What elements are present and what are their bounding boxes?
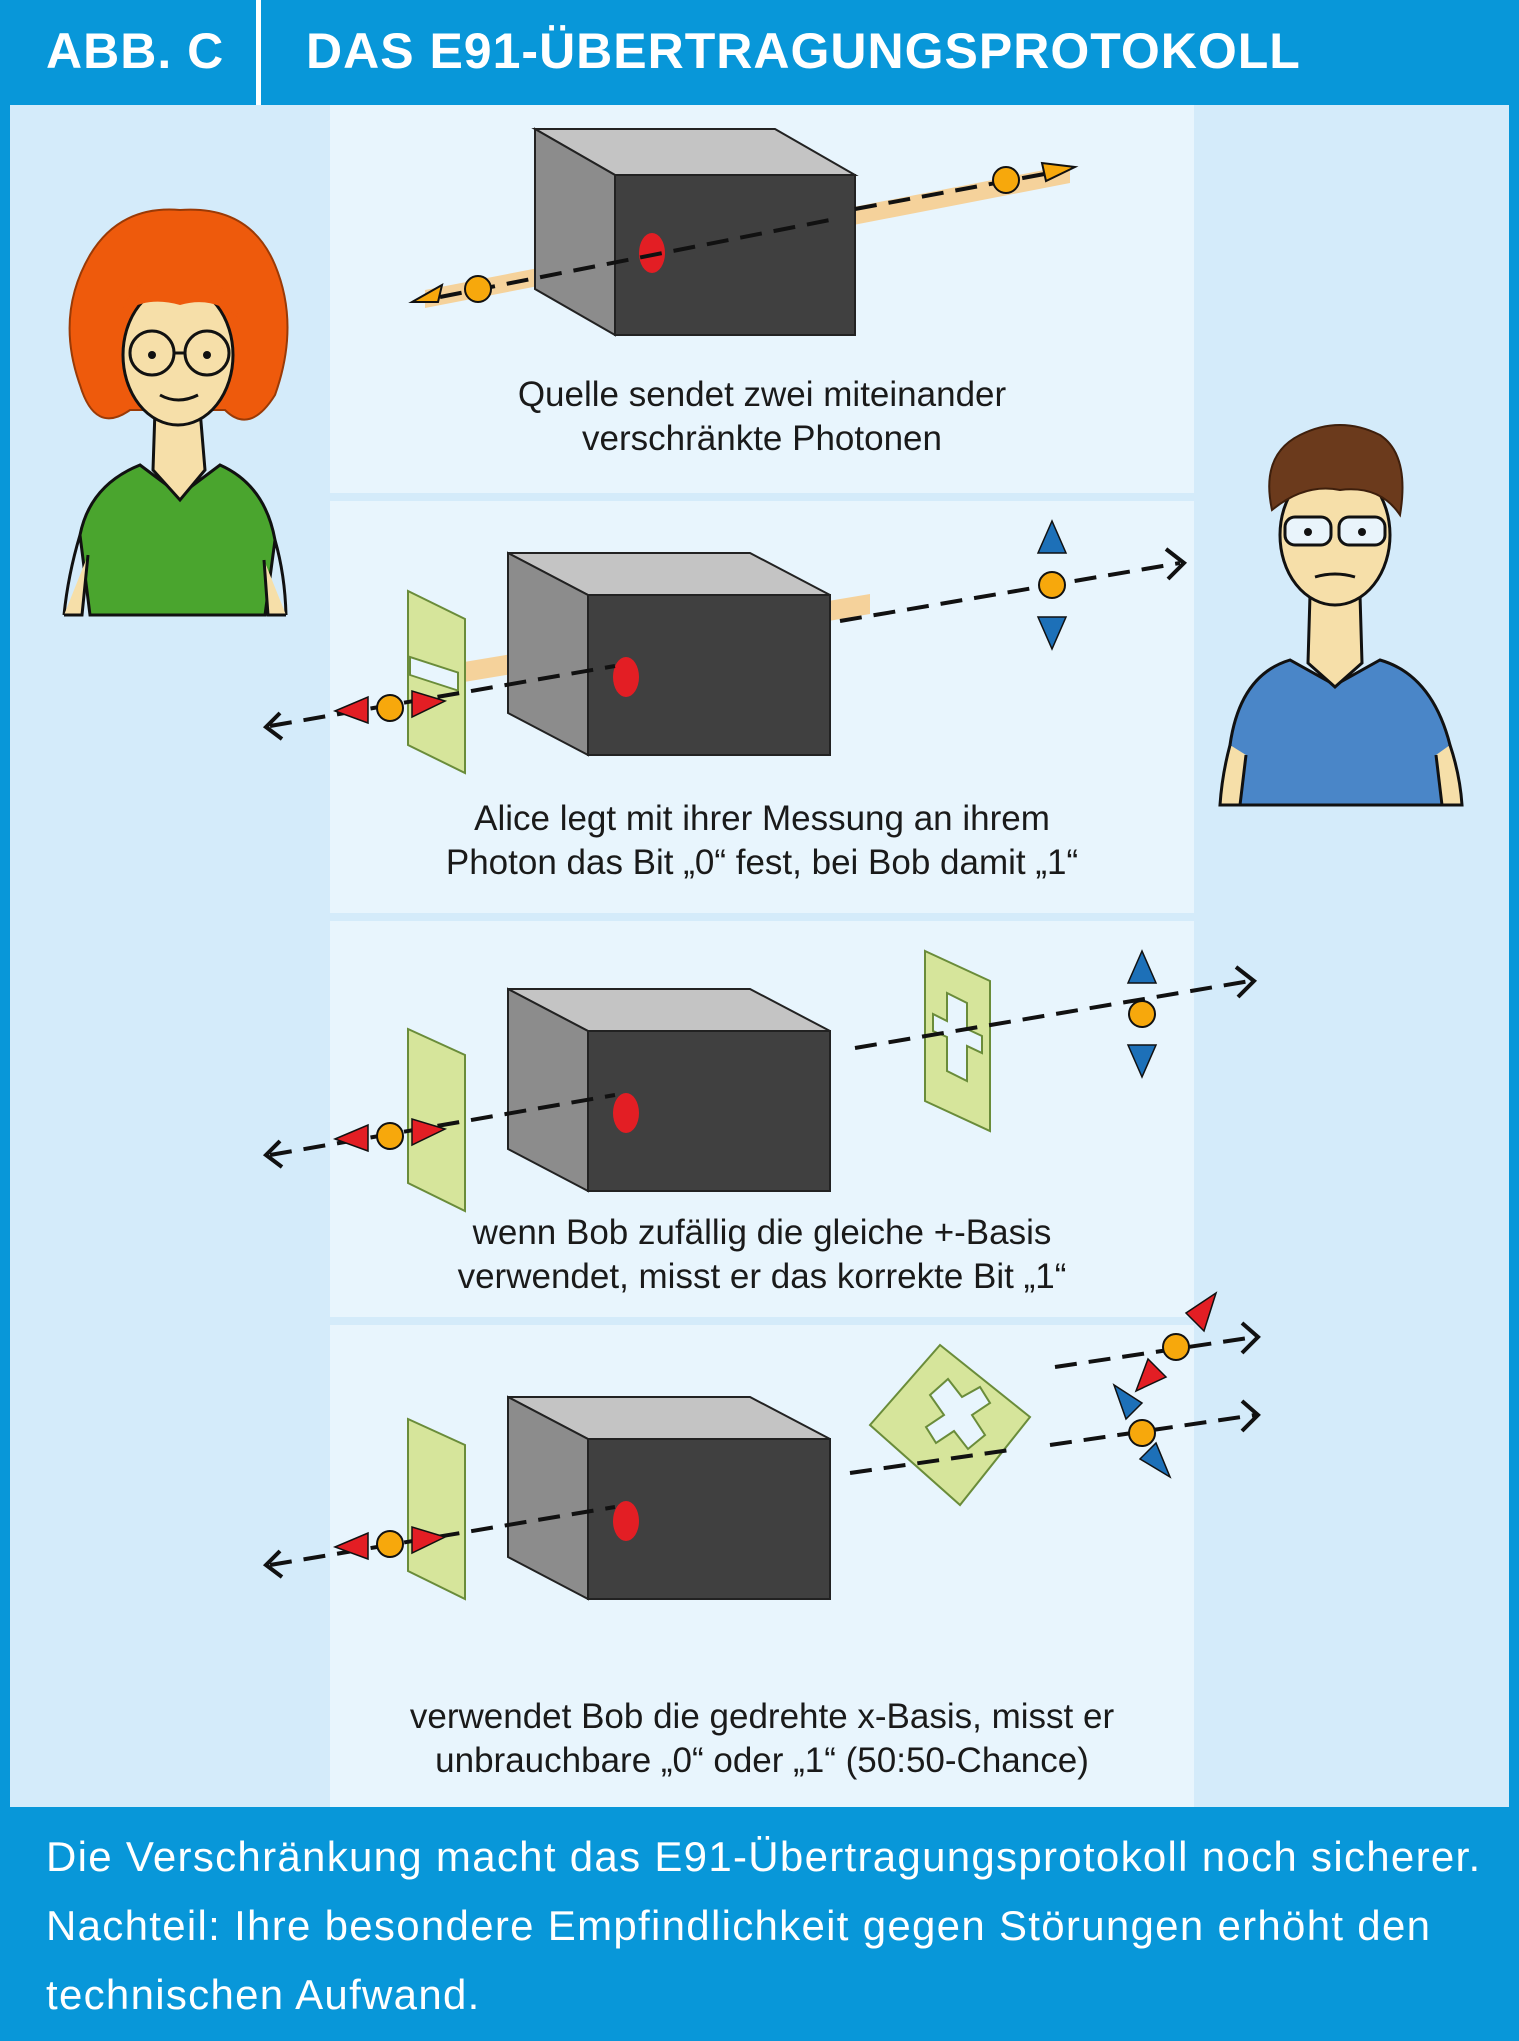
diagram-area: Quelle sendet zwei miteinander verschrän… <box>10 105 1509 1807</box>
panel-source: Quelle sendet zwei miteinander verschrän… <box>330 105 1194 493</box>
panel-alice-measures: Alice legt mit ihrer Messung an ihrem Ph… <box>262 501 1194 913</box>
alice-character <box>62 208 289 617</box>
panel-2-caption: Alice legt mit ihrer Messung an ihrem Ph… <box>445 799 1079 882</box>
figure-footer-text: Die Verschränkung macht das E91-Übertrag… <box>46 1833 1482 2018</box>
figure-label: ABB. C <box>46 23 225 79</box>
panel-1-illustration <box>408 127 1079 337</box>
panel-4-illustration <box>262 1291 1261 1601</box>
panel-2-illustration <box>262 519 1188 775</box>
panel-3-illustration <box>262 949 1258 1213</box>
bob-character <box>1218 424 1464 807</box>
figure-header: ABB. C DAS E91-ÜBERTRAGUNGSPROTOKOLL <box>0 0 1519 105</box>
panel-3-caption: wenn Bob zufällig die gleiche +-Basis ve… <box>457 1213 1067 1296</box>
panel-bob-same-basis: wenn Bob zufällig die gleiche +-Basis ve… <box>262 921 1258 1317</box>
panel-bob-rotated-basis: verwendet Bob die gedrehte x-Basis, miss… <box>262 1291 1261 1807</box>
panel-1-caption: Quelle sendet zwei miteinander verschrän… <box>517 375 1007 458</box>
figure-title: DAS E91-ÜBERTRAGUNGSPROTOKOLL <box>306 23 1301 79</box>
header-divider <box>256 0 261 105</box>
panel-4-caption: verwendet Bob die gedrehte x-Basis, miss… <box>409 1697 1115 1780</box>
